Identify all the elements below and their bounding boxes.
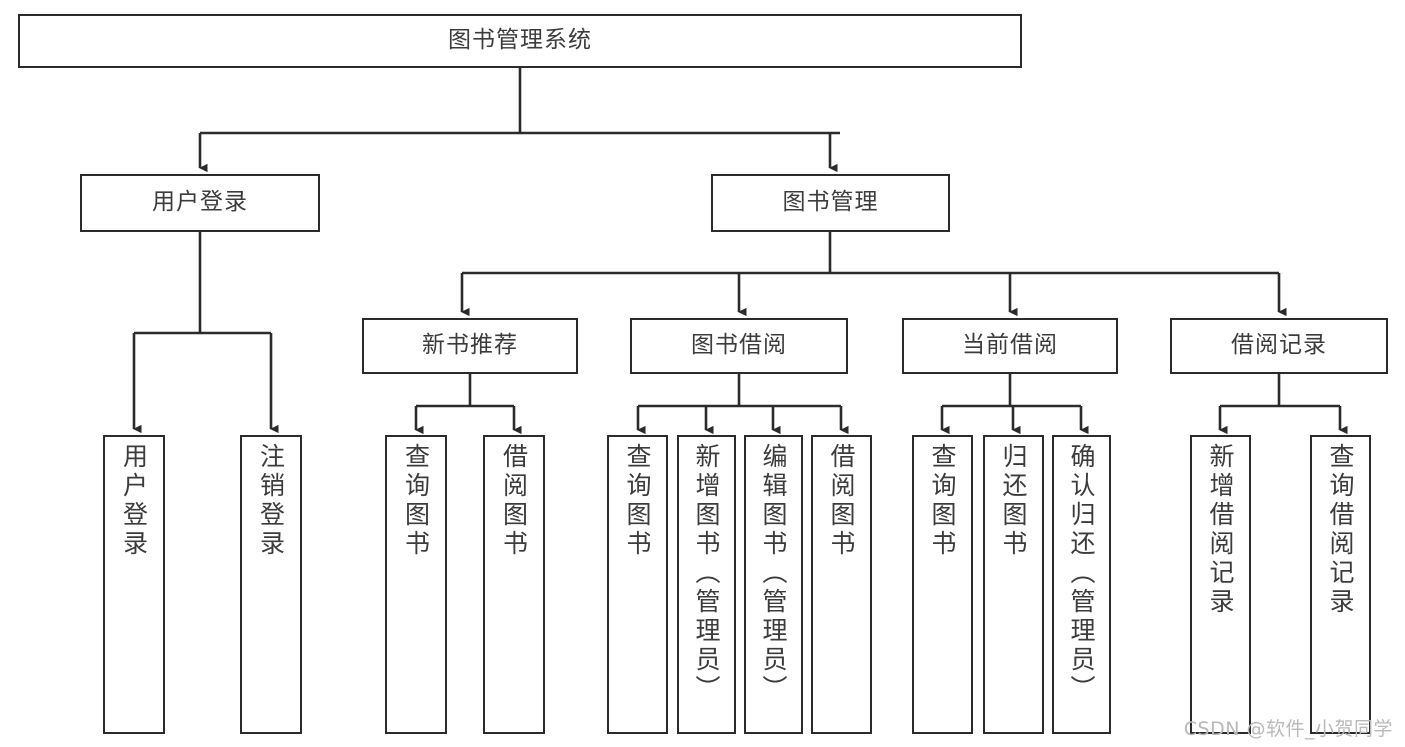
node-new-book-rec-label: 新书推荐 — [422, 332, 518, 359]
node-new-book-rec[interactable]: 新书推荐 — [362, 318, 578, 374]
node-book-borrow-label: 图书借阅 — [691, 332, 787, 359]
leaf-confirm-return[interactable]: 确认归还（管理员） — [1052, 435, 1111, 734]
leaf-edit-book[interactable]: 编辑图书（管理员） — [744, 435, 803, 734]
leaf-confirm-return-label: 确认归还（管理员） — [1067, 443, 1096, 704]
node-borrow-record-label: 借阅记录 — [1231, 332, 1327, 359]
leaf-borrow-book-rec-label: 借阅图书 — [499, 443, 529, 559]
leaf-borrow-book-br[interactable]: 借阅图书 — [811, 435, 872, 734]
leaf-edit-book-label: 编辑图书（管理员） — [759, 443, 788, 704]
leaf-return-book-label: 归还图书 — [999, 443, 1028, 559]
node-current-borrow[interactable]: 当前借阅 — [902, 318, 1118, 374]
leaf-query-book-br[interactable]: 查询图书 — [607, 435, 668, 734]
leaf-add-record-label: 新增借阅记录 — [1206, 443, 1235, 617]
leaf-user-login-label: 用户登录 — [119, 443, 149, 559]
node-root[interactable]: 图书管理系统 — [18, 14, 1022, 68]
node-borrow-record[interactable]: 借阅记录 — [1170, 318, 1388, 374]
node-book-manage-label: 图书管理 — [782, 189, 879, 216]
leaf-logout[interactable]: 注销登录 — [240, 435, 302, 734]
leaf-borrow-book-br-label: 借阅图书 — [827, 443, 856, 559]
leaf-borrow-book-rec[interactable]: 借阅图书 — [483, 435, 545, 734]
leaf-query-book-br-label: 查询图书 — [623, 443, 652, 559]
leaf-return-book[interactable]: 归还图书 — [983, 435, 1044, 734]
leaf-user-login[interactable]: 用户登录 — [103, 435, 165, 734]
node-book-manage[interactable]: 图书管理 — [711, 174, 950, 232]
leaf-add-book[interactable]: 新增图书（管理员） — [677, 435, 736, 734]
csdn-watermark: CSDN @软件_小贺同学 — [1183, 718, 1393, 740]
leaf-query-book-cb[interactable]: 查询图书 — [912, 435, 973, 734]
node-current-borrow-label: 当前借阅 — [962, 332, 1058, 359]
node-root-label: 图书管理系统 — [448, 27, 592, 54]
leaf-query-book-rec[interactable]: 查询图书 — [385, 435, 447, 734]
node-book-borrow[interactable]: 图书借阅 — [630, 318, 848, 374]
leaf-query-record[interactable]: 查询借阅记录 — [1310, 435, 1371, 734]
leaf-add-record[interactable]: 新增借阅记录 — [1190, 435, 1251, 734]
node-user-login[interactable]: 用户登录 — [80, 174, 320, 232]
leaf-query-record-label: 查询借阅记录 — [1326, 443, 1355, 617]
leaf-query-book-rec-label: 查询图书 — [401, 443, 431, 559]
leaf-query-book-cb-label: 查询图书 — [928, 443, 957, 559]
node-user-login-label: 用户登录 — [152, 189, 248, 216]
leaf-logout-label: 注销登录 — [256, 443, 286, 559]
leaf-add-book-label: 新增图书（管理员） — [692, 443, 721, 704]
